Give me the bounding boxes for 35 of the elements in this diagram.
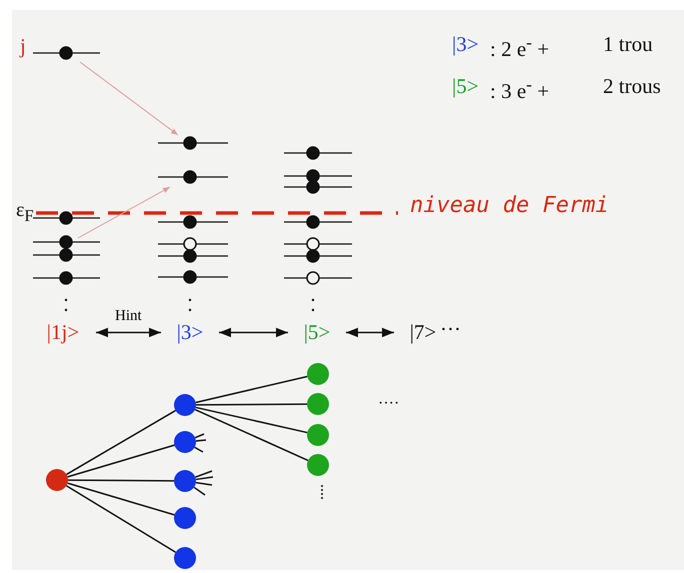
state-label: |3> (171, 319, 209, 346)
state-label: |7> (404, 319, 442, 346)
connector-line (196, 403, 307, 406)
connector-line (67, 444, 175, 478)
state-label: |5> (452, 76, 479, 97)
connector-line (194, 433, 204, 438)
state-description: : 3 e$^{-}$ + (490, 76, 550, 102)
state-description: 2 trous (603, 76, 661, 97)
double-arrow (219, 328, 288, 338)
ellipsis: ···· (378, 396, 400, 412)
connector-line (195, 470, 212, 478)
connector-line (196, 439, 206, 442)
connector-line (196, 482, 212, 486)
state-label: |3> (452, 34, 479, 55)
connector-line (68, 479, 174, 482)
ellipsis: ··· (440, 319, 461, 340)
connector-line (196, 476, 214, 480)
state-description: : 2 e$^{-}$ + (490, 34, 550, 60)
connector-line (66, 485, 176, 553)
double-arrow (346, 328, 394, 338)
double-arrow (96, 328, 161, 338)
state-label: |1j> (40, 319, 86, 346)
connector-line (194, 486, 206, 496)
fermi-energy-label: ε$_{F}$ (16, 200, 34, 225)
connector-line (194, 446, 204, 453)
level-label: j (20, 36, 26, 57)
connector-line (67, 482, 175, 516)
fermi-level-label: niveau de Fermi (410, 195, 609, 217)
state-label: |5> (298, 319, 336, 346)
connector-line (66, 410, 176, 476)
connector-line (196, 376, 308, 404)
connector-line (194, 408, 308, 462)
connector-line (196, 406, 308, 434)
edge-label: Hint (113, 308, 144, 324)
state-description: 1 trou (603, 34, 653, 55)
